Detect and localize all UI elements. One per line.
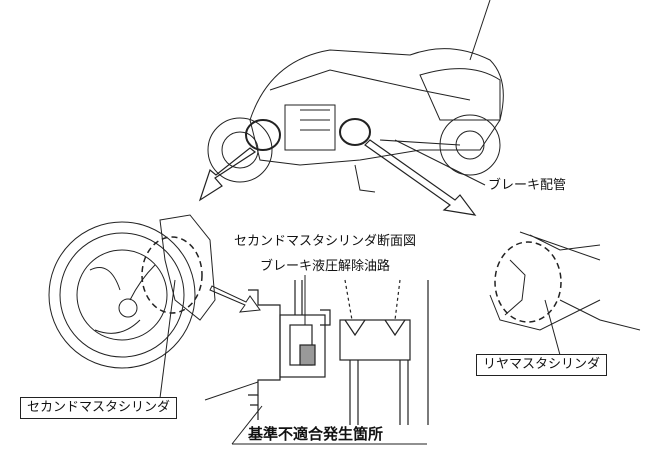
nonconformity-underline (231, 405, 427, 445)
arrow-to-front-detail (198, 147, 257, 202)
second-master-cylinder-section (248, 279, 429, 425)
rear-detail (489, 231, 641, 331)
brake-release-passage-label: ブレーキ液圧解除油路 (260, 259, 391, 275)
arrow-to-rear-detail (364, 139, 477, 216)
nonconformity-location-label: 基準不適合発生箇所 (248, 425, 384, 443)
section-arrow-leader (204, 381, 259, 401)
rear-master-cylinder-label: リヤマスタシリンダ (476, 354, 608, 376)
front-highlight-circle (245, 119, 281, 151)
section-title: セカンドマスタシリンダ断面図 (234, 234, 417, 250)
second-mc-leader (159, 279, 176, 399)
rear-highlight-circle (339, 118, 371, 146)
arrow-to-section (209, 285, 261, 313)
motorcycle-overview (207, 0, 504, 193)
front-wheel-detail (48, 214, 216, 369)
second-master-cylinder-label: セカンドマスタシリンダ (20, 397, 178, 419)
rear-label-leader (544, 299, 561, 356)
brake-pipe-leader (394, 139, 486, 186)
brake-pipe-label: ブレーキ配管 (488, 178, 567, 194)
